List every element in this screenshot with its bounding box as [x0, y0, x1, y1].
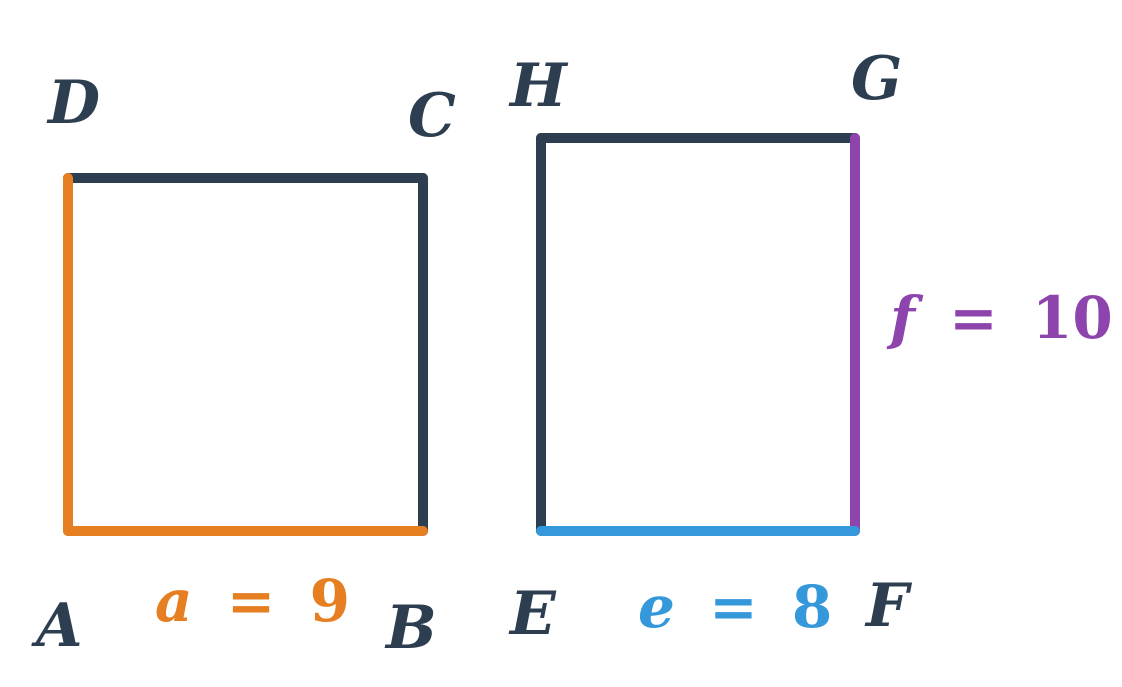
- measure-label-a: a = 9: [155, 567, 350, 635]
- vertex-label-c: C: [408, 81, 456, 151]
- measure-e-variable: e: [638, 573, 675, 641]
- measure-f-variable: f: [886, 284, 924, 352]
- vertex-label-h: H: [508, 51, 569, 121]
- measure-a-variable: a: [155, 567, 193, 635]
- vertex-label-f: F: [864, 571, 913, 641]
- vertex-label-a: A: [31, 591, 83, 661]
- vertex-label-e: E: [508, 579, 557, 649]
- vertex-label-d: D: [46, 68, 100, 138]
- measure-a-value: 9: [310, 567, 350, 635]
- rectangle-efgh: [536, 133, 860, 536]
- measure-e-value: 8: [792, 573, 832, 641]
- measure-f-equals: =: [949, 284, 998, 352]
- measure-label-e: e = 8: [638, 573, 832, 641]
- vertex-label-g: G: [851, 44, 902, 114]
- measure-a-equals: =: [227, 567, 276, 635]
- measure-e-equals: =: [709, 573, 758, 641]
- vertex-label-b: B: [384, 593, 437, 663]
- measure-f-value: 10: [1032, 284, 1113, 352]
- measure-label-f: f = 10: [886, 284, 1113, 352]
- square-abcd: [63, 173, 428, 536]
